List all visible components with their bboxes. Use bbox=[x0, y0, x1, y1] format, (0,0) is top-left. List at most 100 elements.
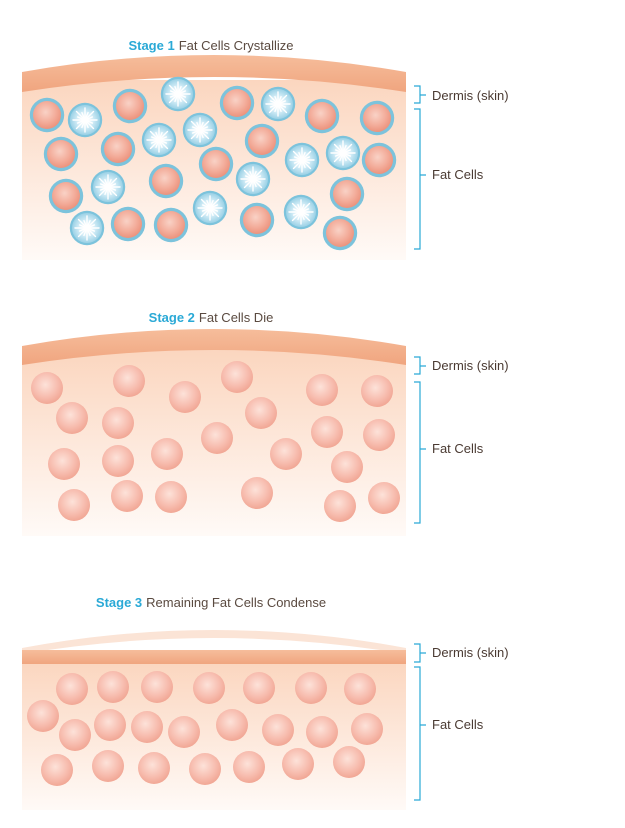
fat-cell bbox=[112, 88, 148, 124]
stage-3-description: Remaining Fat Cells Condense bbox=[146, 595, 326, 610]
crystallized-fat-cell bbox=[67, 102, 103, 138]
dermis-label: Dermis (skin) bbox=[432, 645, 509, 660]
fat-cell bbox=[100, 131, 136, 167]
stage-1-number: Stage 1 bbox=[128, 38, 174, 53]
fat-cells-label: Fat Cells bbox=[432, 167, 484, 182]
stage-2-description: Fat Cells Die bbox=[199, 310, 273, 325]
stage-2-number: Stage 2 bbox=[149, 310, 195, 325]
dead-fat-cell bbox=[333, 746, 365, 778]
dead-fat-cell bbox=[168, 716, 200, 748]
dead-fat-cell bbox=[97, 671, 129, 703]
fat-cell bbox=[219, 85, 255, 121]
fat-cell bbox=[198, 146, 234, 182]
dead-fat-cell bbox=[141, 671, 173, 703]
fat-cell bbox=[48, 178, 84, 214]
dead-fat-cell bbox=[27, 700, 59, 732]
stage-3-number: Stage 3 bbox=[96, 595, 142, 610]
crystallized-fat-cell bbox=[325, 135, 361, 171]
fat-cell bbox=[304, 98, 340, 134]
fat-cell bbox=[244, 123, 280, 159]
dermis-layer bbox=[22, 329, 406, 365]
dead-fat-cell bbox=[216, 709, 248, 741]
fat-cells-brace bbox=[414, 381, 426, 524]
cells-group bbox=[31, 361, 400, 522]
crystallized-fat-cell bbox=[69, 210, 105, 246]
dead-fat-cell bbox=[363, 419, 395, 451]
stage-2: Stage 2 Fat Cells Die Dermis (skin) Fat C… bbox=[22, 310, 509, 536]
dead-fat-cell bbox=[361, 375, 393, 407]
dead-fat-cell bbox=[48, 448, 80, 480]
dead-fat-cell bbox=[201, 422, 233, 454]
stage-1-description: Fat Cells Crystallize bbox=[179, 38, 294, 53]
dead-fat-cell bbox=[138, 752, 170, 784]
dead-fat-cell bbox=[368, 482, 400, 514]
crystallized-fat-cell bbox=[192, 190, 228, 226]
crystallized-fat-cell bbox=[90, 169, 126, 205]
fat-cell bbox=[29, 97, 65, 133]
dead-fat-cell bbox=[94, 709, 126, 741]
fat-cell bbox=[148, 163, 184, 199]
dead-fat-cell bbox=[306, 374, 338, 406]
dermis-layer bbox=[22, 55, 406, 92]
dead-fat-cell bbox=[92, 750, 124, 782]
dead-fat-cell bbox=[102, 445, 134, 477]
crystallized-fat-cell bbox=[284, 142, 320, 178]
fat-cells-label: Fat Cells bbox=[432, 717, 484, 732]
dermis-brace bbox=[414, 356, 426, 375]
fat-cells-label: Fat Cells bbox=[432, 441, 484, 456]
dead-fat-cell bbox=[351, 713, 383, 745]
dead-fat-cell bbox=[58, 489, 90, 521]
dead-fat-cell bbox=[56, 673, 88, 705]
fat-cell bbox=[239, 202, 275, 238]
stage-1: Stage 1 Fat Cells Crystallize Dermis (ski… bbox=[22, 38, 509, 260]
crystallized-fat-cell bbox=[283, 194, 319, 230]
dead-fat-cell bbox=[243, 672, 275, 704]
crystallized-fat-cell bbox=[260, 86, 296, 122]
dead-fat-cell bbox=[311, 416, 343, 448]
dermis-brace bbox=[414, 85, 426, 104]
crystallized-fat-cell bbox=[182, 112, 218, 148]
stage-2-title: Stage 2 Fat Cells Die bbox=[149, 310, 274, 325]
dead-fat-cell bbox=[270, 438, 302, 470]
original-dermis-outline bbox=[22, 630, 406, 654]
dead-fat-cell bbox=[131, 711, 163, 743]
dead-fat-cell bbox=[193, 672, 225, 704]
fat-cell bbox=[361, 142, 397, 178]
dead-fat-cell bbox=[324, 490, 356, 522]
dead-fat-cell bbox=[241, 477, 273, 509]
dead-fat-cell bbox=[331, 451, 363, 483]
crystallized-fat-cell bbox=[235, 161, 271, 197]
fat-cells-brace bbox=[414, 666, 426, 801]
dermis-label: Dermis (skin) bbox=[432, 358, 509, 373]
dermis-label: Dermis (skin) bbox=[432, 88, 509, 103]
stage-1-title: Stage 1 Fat Cells Crystallize bbox=[128, 38, 293, 53]
dermis-brace bbox=[414, 643, 426, 663]
dead-fat-cell bbox=[102, 407, 134, 439]
dead-fat-cell bbox=[31, 372, 63, 404]
stage-3: Stage 3 Remaining Fat Cells Condense Derm… bbox=[22, 595, 509, 810]
dead-fat-cell bbox=[113, 365, 145, 397]
dead-fat-cell bbox=[233, 751, 265, 783]
crystallized-fat-cell bbox=[141, 122, 177, 158]
dead-fat-cell bbox=[344, 673, 376, 705]
fat-cell bbox=[322, 215, 358, 251]
dead-fat-cell bbox=[111, 480, 143, 512]
stage-3-title: Stage 3 Remaining Fat Cells Condense bbox=[96, 595, 326, 610]
dead-fat-cell bbox=[245, 397, 277, 429]
cells-group bbox=[27, 671, 383, 786]
dead-fat-cell bbox=[155, 481, 187, 513]
dead-fat-cell bbox=[59, 719, 91, 751]
dead-fat-cell bbox=[56, 402, 88, 434]
dead-fat-cell bbox=[306, 716, 338, 748]
dead-fat-cell bbox=[151, 438, 183, 470]
fat-cell bbox=[43, 136, 79, 172]
fat-cells-brace bbox=[414, 108, 426, 250]
cells-group bbox=[29, 76, 397, 251]
fat-cell bbox=[110, 206, 146, 242]
dead-fat-cell bbox=[41, 754, 73, 786]
dead-fat-cell bbox=[295, 672, 327, 704]
crystallized-fat-cell bbox=[160, 76, 196, 112]
dead-fat-cell bbox=[169, 381, 201, 413]
fat-cell bbox=[329, 176, 365, 212]
